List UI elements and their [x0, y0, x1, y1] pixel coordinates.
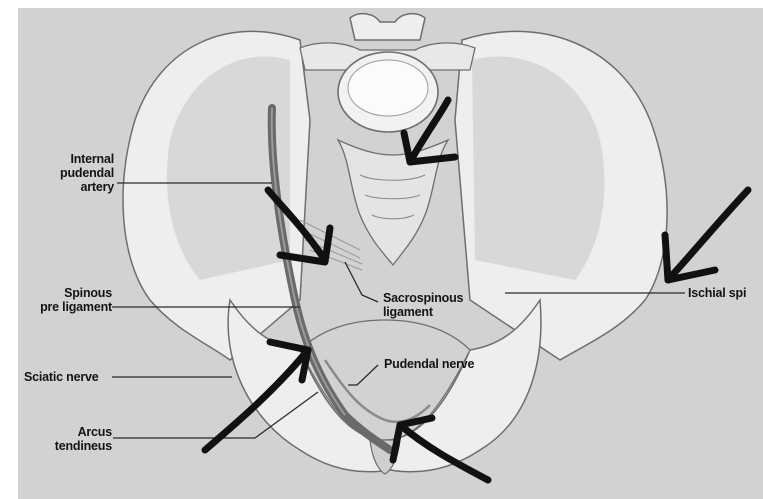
label-spinous-pre-ligament: Spinous pre ligament [20, 286, 112, 314]
label-pudendal-nerve: Pudendal nerve [384, 357, 474, 371]
label-sacrospinous-ligament: Sacrospinous ligament [383, 291, 463, 319]
label-internal-pudendal-artery: Internal pudendal artery [40, 152, 114, 194]
label-sciatic-nerve: Sciatic nerve [24, 370, 99, 384]
label-ischial-spine: Ischial spi [688, 286, 763, 300]
label-arcus-tendineus: Arcus tendineus [40, 425, 112, 453]
